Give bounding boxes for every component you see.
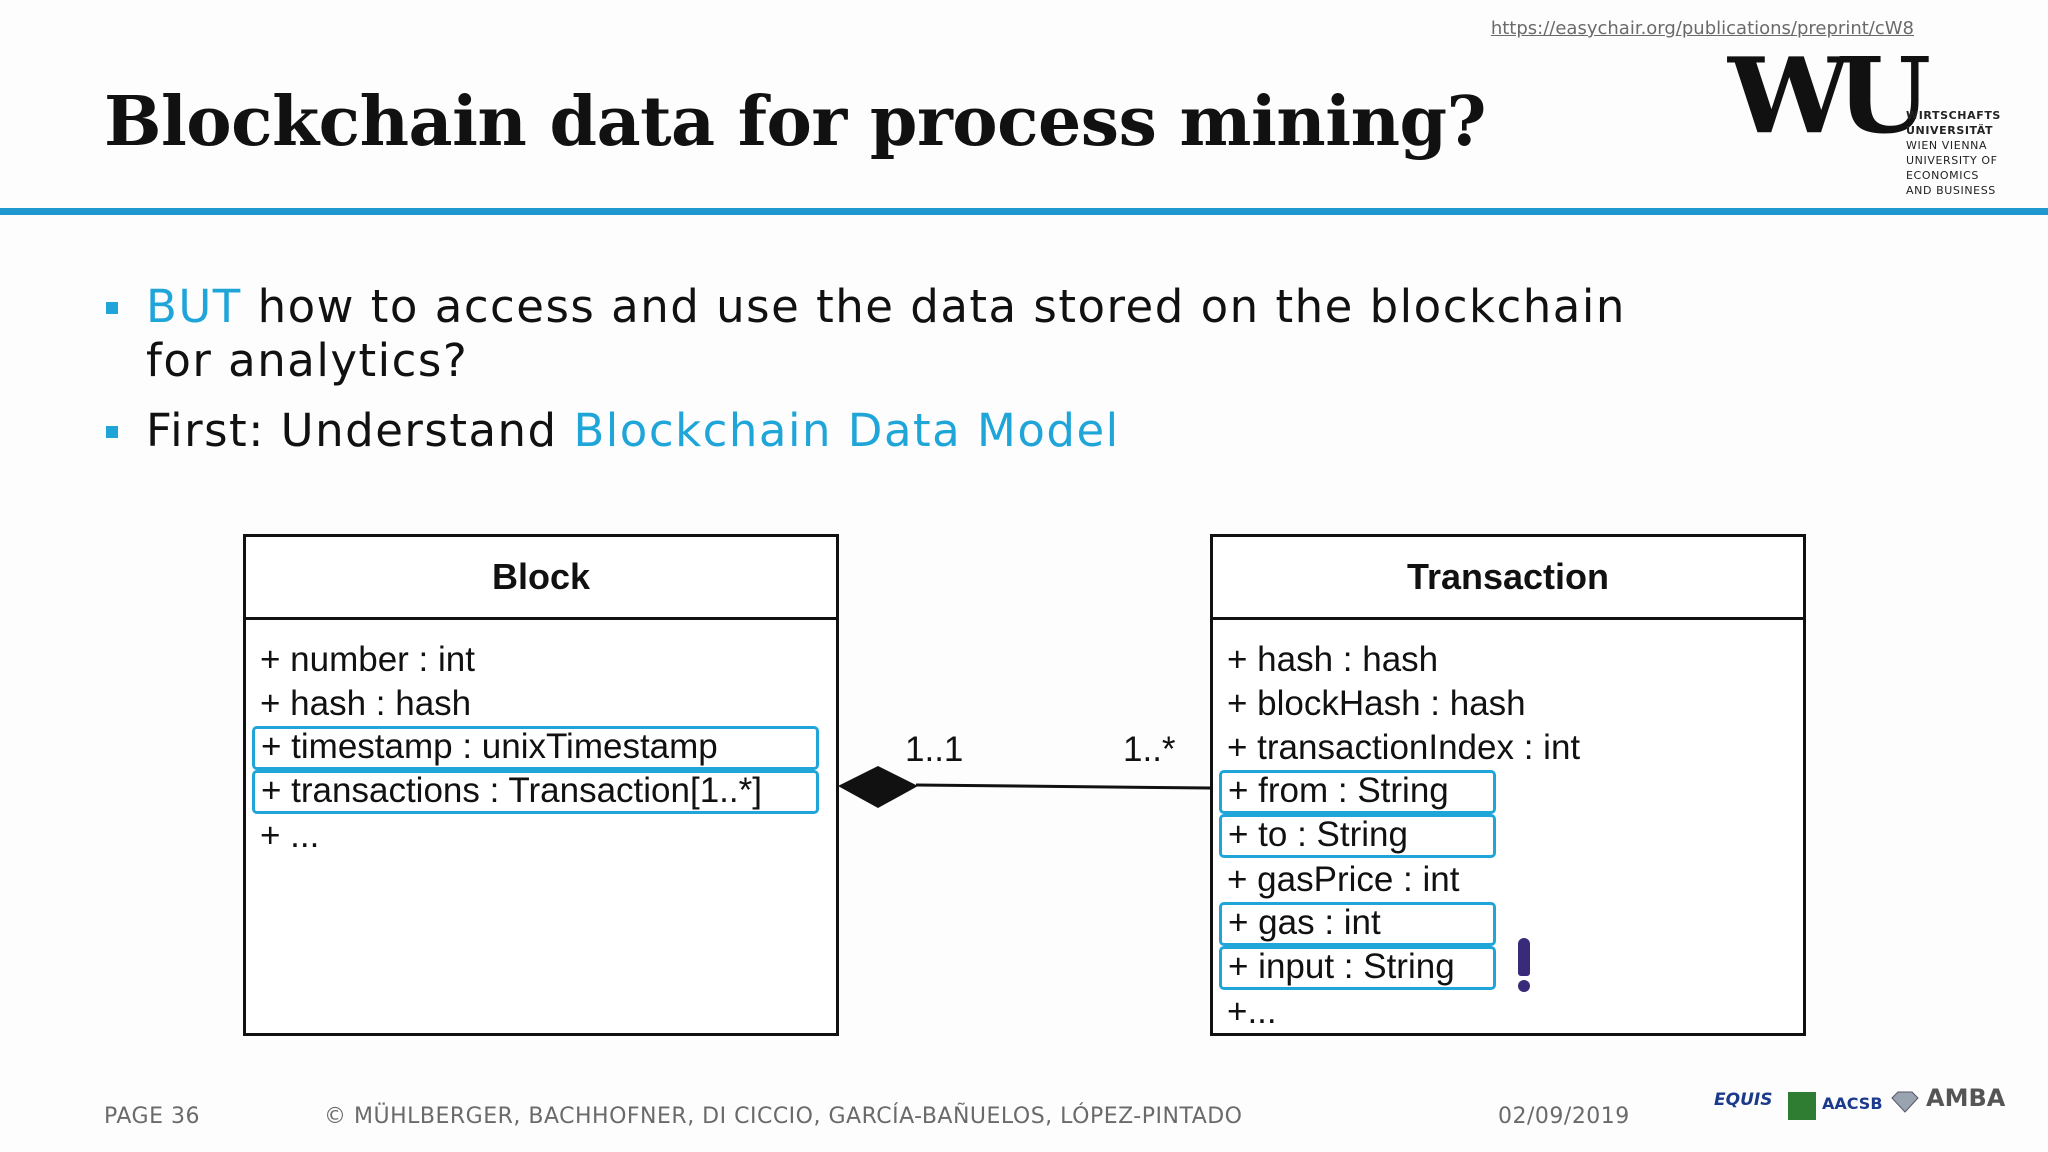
slide-date: 02/09/2019: [1498, 1104, 1630, 1129]
logo-line: WIEN VIENNA: [1906, 139, 1988, 152]
logo-line: AND BUSINESS: [1906, 184, 1996, 197]
amba-logo: AMBA: [1926, 1084, 2006, 1112]
transaction-attribute: + blockHash : hash: [1227, 684, 1526, 723]
block-class-box: Block + number : int + hash : hash + tim…: [243, 534, 839, 1036]
block-class-name: Block: [246, 537, 836, 620]
logo-line: ECONOMICS: [1906, 169, 1979, 182]
university-logo: WU WIRTSCHAFTS UNIVERSITÄT WIEN VIENNA U…: [1718, 44, 2008, 202]
authors-credit: © MÜHLBERGER, BACHHOFNER, DI CICCIO, GAR…: [324, 1104, 1243, 1129]
transaction-attribute: + gasPrice : int: [1227, 860, 1460, 899]
block-multiplicity: 1..1: [905, 730, 964, 769]
exclamation-icon: [1518, 938, 1532, 992]
transaction-multiplicity: 1..*: [1123, 730, 1176, 769]
transaction-attribute: + hash : hash: [1227, 640, 1439, 679]
page-number: PAGE 36: [104, 1104, 200, 1129]
aacsb-mark-icon: [1788, 1092, 1816, 1120]
bullet-item: First: Understand Blockchain Data Model: [104, 404, 1704, 458]
block-attribute: + hash : hash: [260, 684, 472, 723]
logo-line: UNIVERSITÄT: [1906, 124, 1994, 137]
logo-text: WIRTSCHAFTS UNIVERSITÄT WIEN VIENNA UNIV…: [1906, 108, 2001, 198]
logo-line: UNIVERSITY OF: [1906, 154, 1998, 167]
transaction-class-box: Transaction + hash : hash + blockHash : …: [1210, 534, 1806, 1036]
block-attributes: + number : int + hash : hash + timestamp…: [246, 620, 836, 858]
block-attribute: + ...: [260, 816, 320, 855]
block-attribute: + number : int: [260, 640, 475, 679]
bullet-highlight: Blockchain Data Model: [573, 404, 1120, 457]
bullet-item: BUT how to access and use the data store…: [104, 280, 1704, 388]
transaction-attribute-highlighted: + input : String: [1219, 946, 1496, 990]
bullet-text: First: Understand: [146, 404, 574, 457]
bullet-square-icon: [106, 302, 118, 314]
bullet-text: how to access and use the data stored on…: [146, 280, 1626, 387]
transaction-attribute: + transactionIndex : int: [1227, 728, 1581, 767]
transaction-attribute: +...: [1227, 992, 1277, 1031]
block-attribute-highlighted: + timestamp : unixTimestamp: [252, 726, 819, 770]
source-url[interactable]: https://easychair.org/publications/prepr…: [1490, 18, 1914, 39]
logo-line: WIRTSCHAFTS: [1906, 109, 2001, 122]
composition-diamond-icon: [838, 766, 918, 808]
slide-title: Blockchain data for process mining?: [104, 82, 1486, 162]
accreditation-logos: EQUIS AACSB AMBA: [1690, 1070, 2005, 1130]
block-attribute-highlighted: + transactions : Transaction[1..*]: [252, 770, 819, 814]
bullet-list: BUT how to access and use the data store…: [104, 280, 1704, 474]
transaction-class-name: Transaction: [1213, 537, 1803, 620]
transaction-attribute-highlighted: + gas : int: [1219, 902, 1496, 946]
association-line: [915, 783, 1211, 790]
transaction-attribute-highlighted: + from : String: [1219, 770, 1496, 814]
amba-gem-icon: [1891, 1091, 1919, 1113]
equis-logo: EQUIS: [1714, 1090, 1773, 1110]
header-rule: [0, 208, 2048, 215]
transaction-attributes: + hash : hash + blockHash : hash + trans…: [1213, 620, 1803, 1034]
transaction-attribute-highlighted: + to : String: [1219, 814, 1496, 858]
aacsb-logo: AACSB: [1822, 1094, 1883, 1113]
bullet-square-icon: [106, 426, 118, 438]
logo-wordmark: WU: [1728, 34, 1931, 157]
bullet-highlight: BUT: [146, 280, 242, 333]
